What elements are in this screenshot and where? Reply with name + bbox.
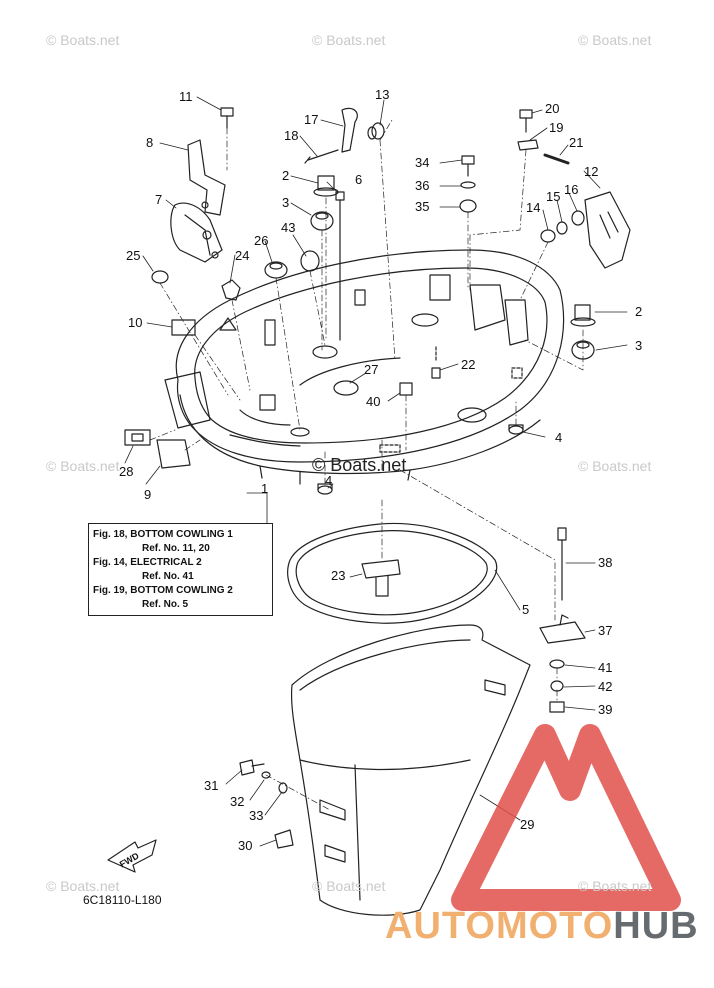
bracket-assembly-7-8 — [170, 139, 226, 263]
brand-text-part1: AUTOMOTO — [385, 905, 614, 947]
watermark-boats-net-center: © Boats.net — [312, 455, 407, 475]
callout-42: 42 — [598, 679, 613, 694]
callout-26: 26 — [254, 233, 269, 248]
callout-23: 23 — [331, 568, 346, 583]
reference-note-box: Fig. 18, BOTTOM COWLING 1 Ref. No. 11, 2… — [88, 523, 273, 616]
rubber-seal — [287, 522, 498, 624]
watermark-boats-net: © Boats.net — [46, 32, 120, 48]
callout-1: 1 — [261, 481, 269, 496]
note-line: Fig. 19, BOTTOM COWLING 2 — [93, 585, 233, 596]
callout-2: 2 — [635, 304, 643, 319]
callout-3: 3 — [282, 195, 290, 210]
brand-text-part2: HUB — [613, 905, 699, 947]
callout-25: 25 — [126, 248, 141, 263]
callout-31: 31 — [204, 778, 219, 793]
watermark-boats-net: © Boats.net — [578, 878, 652, 894]
callout-4: 4 — [325, 473, 333, 488]
watermark-boats-net: © Boats.net — [312, 878, 386, 894]
callout-19: 19 — [549, 120, 564, 135]
bottom-cowling-pan — [175, 249, 565, 485]
callout-20: 20 — [545, 101, 560, 116]
leader-lines — [124, 96, 628, 847]
watermark-boats-net: © Boats.net — [46, 458, 120, 474]
callout-29: 29 — [520, 817, 535, 832]
callout-24: 24 — [235, 248, 250, 263]
brand-watermark: AUTOMOTOHUB — [385, 905, 699, 948]
callout-34: 34 — [415, 155, 430, 170]
note-line: Ref. No. 41 — [142, 571, 194, 582]
note-line: Fig. 18, BOTTOM COWLING 1 — [93, 529, 233, 540]
callout-28: 28 — [119, 464, 134, 479]
callout-15: 15 — [546, 189, 561, 204]
callout-21: 21 — [569, 135, 584, 150]
callout-27: 27 — [364, 362, 379, 377]
callout-36: 36 — [415, 178, 430, 193]
callout-10: 10 — [128, 315, 143, 330]
brand-triangle-logo — [451, 724, 681, 911]
callout-16: 16 — [564, 182, 579, 197]
callout-14: 14 — [526, 200, 541, 215]
callout-43: 43 — [281, 220, 296, 235]
callout-11: 11 — [179, 89, 193, 104]
lower-apron — [290, 624, 531, 916]
callout-12: 12 — [584, 164, 599, 179]
callout-18: 18 — [284, 128, 299, 143]
callout-37: 37 — [598, 623, 613, 638]
callout-4: 4 — [555, 430, 563, 445]
callout-8: 8 — [146, 135, 154, 150]
fwd-arrow — [107, 839, 157, 873]
watermark-boats-net: © Boats.net — [312, 32, 386, 48]
callout-41: 41 — [598, 660, 613, 675]
note-line: Ref. No. 5 — [142, 599, 189, 610]
callout-2: 2 — [282, 168, 290, 183]
callout-40: 40 — [366, 394, 381, 409]
note-line: Ref. No. 11, 20 — [142, 543, 210, 554]
watermark-boats-net: © Boats.net — [578, 32, 652, 48]
alignment-lines — [149, 119, 584, 811]
diagram-code: 6C18110-L180 — [83, 893, 162, 907]
callout-9: 9 — [144, 487, 152, 502]
callout-6: 6 — [355, 172, 363, 187]
callout-5: 5 — [522, 602, 530, 617]
watermark-boats-net: © Boats.net — [578, 458, 652, 474]
callout-13: 13 — [375, 87, 390, 102]
watermark-boats-net: © Boats.net — [46, 878, 120, 894]
callout-3: 3 — [635, 338, 643, 353]
callout-35: 35 — [415, 199, 430, 214]
callout-17: 17 — [304, 112, 319, 127]
note-line: Fig. 14, ELECTRICAL 2 — [93, 557, 202, 568]
callout-39: 39 — [598, 702, 613, 717]
callout-38: 38 — [598, 555, 613, 570]
callout-7: 7 — [155, 192, 163, 207]
callout-30: 30 — [238, 838, 253, 853]
callout-33: 33 — [249, 808, 264, 823]
callout-22: 22 — [461, 357, 476, 372]
callout-32: 32 — [230, 794, 245, 809]
